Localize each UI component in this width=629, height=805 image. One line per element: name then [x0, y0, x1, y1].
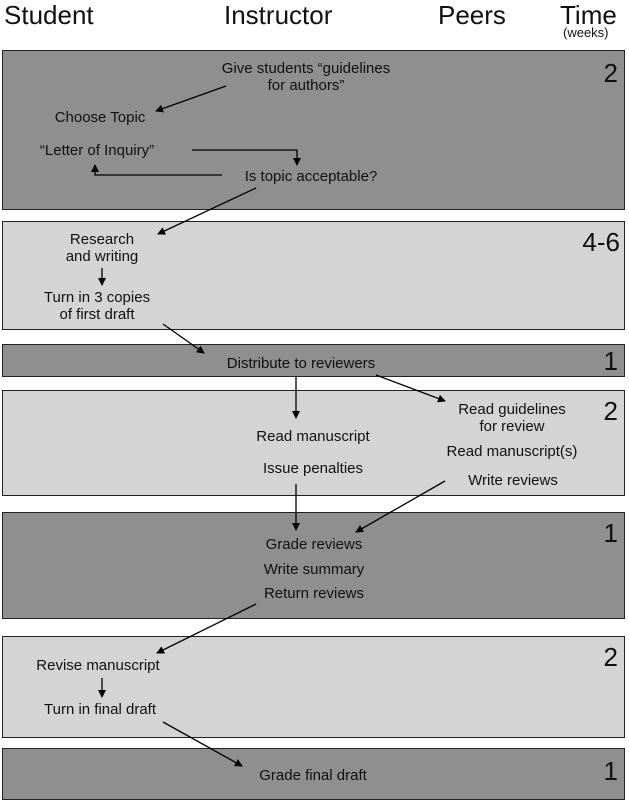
node-distribute: Distribute to reviewers: [226, 355, 376, 372]
phase-band-1: 2: [2, 50, 625, 210]
node-line: Turn in 3 copies: [43, 289, 151, 306]
node-line: of first draft: [59, 306, 135, 323]
node-line: Give students “guidelines: [221, 60, 391, 77]
phase-weeks: 4-6: [582, 227, 620, 257]
column-header-time-unit: (weeks): [563, 25, 609, 40]
phase-band-2: 4-6: [2, 221, 625, 330]
phase-band-6: 2: [2, 636, 625, 738]
node-turn-in-first-draft: Turn in 3 copies of first draft: [22, 289, 172, 323]
column-header-time: Time: [560, 0, 617, 30]
phase-weeks: 2: [603, 642, 618, 672]
column-header-peers: Peers: [438, 0, 506, 30]
phase-weeks: 1: [603, 756, 618, 786]
node-turn-in-final: Turn in final draft: [44, 701, 156, 718]
node-choose-topic: Choose Topic: [54, 109, 146, 126]
phase-band-4: 2: [2, 390, 625, 496]
node-write-summary: Write summary: [263, 561, 365, 578]
node-revise-manuscript: Revise manuscript: [36, 657, 160, 674]
node-research: Research and writing: [44, 231, 160, 265]
node-letter-of-inquiry: “Letter of Inquiry”: [39, 142, 155, 159]
phase-weeks: 2: [603, 58, 618, 88]
phase-band-3: 1: [2, 344, 625, 377]
phase-weeks: 1: [603, 346, 618, 376]
phase-band-5: 1: [2, 512, 625, 619]
node-line: and writing: [65, 248, 139, 265]
phase-weeks: 2: [603, 396, 618, 426]
node-read-manuscript: Read manuscript: [256, 428, 370, 445]
node-give-guidelines: Give students “guidelines for authors”: [206, 60, 406, 94]
node-line: Research: [69, 231, 135, 248]
node-grade-reviews: Grade reviews: [265, 536, 363, 553]
node-grade-final: Grade final draft: [259, 767, 367, 784]
column-header-instructor: Instructor: [224, 0, 333, 30]
phase-weeks: 1: [603, 518, 618, 548]
node-topic-acceptable: Is topic acceptable?: [244, 168, 378, 185]
phase-band-7: 1: [2, 748, 625, 800]
node-line: for authors”: [267, 77, 345, 94]
node-return-reviews: Return reviews: [263, 585, 365, 602]
node-read-manuscripts-peers: Read manuscript(s): [446, 443, 578, 460]
column-header-student: Student: [4, 0, 94, 30]
node-write-reviews: Write reviews: [468, 472, 558, 489]
node-line: Read guidelines: [458, 401, 566, 418]
node-issue-penalties: Issue penalties: [262, 460, 364, 477]
node-line: for review: [479, 418, 545, 435]
node-read-guidelines: Read guidelines for review: [440, 401, 584, 435]
